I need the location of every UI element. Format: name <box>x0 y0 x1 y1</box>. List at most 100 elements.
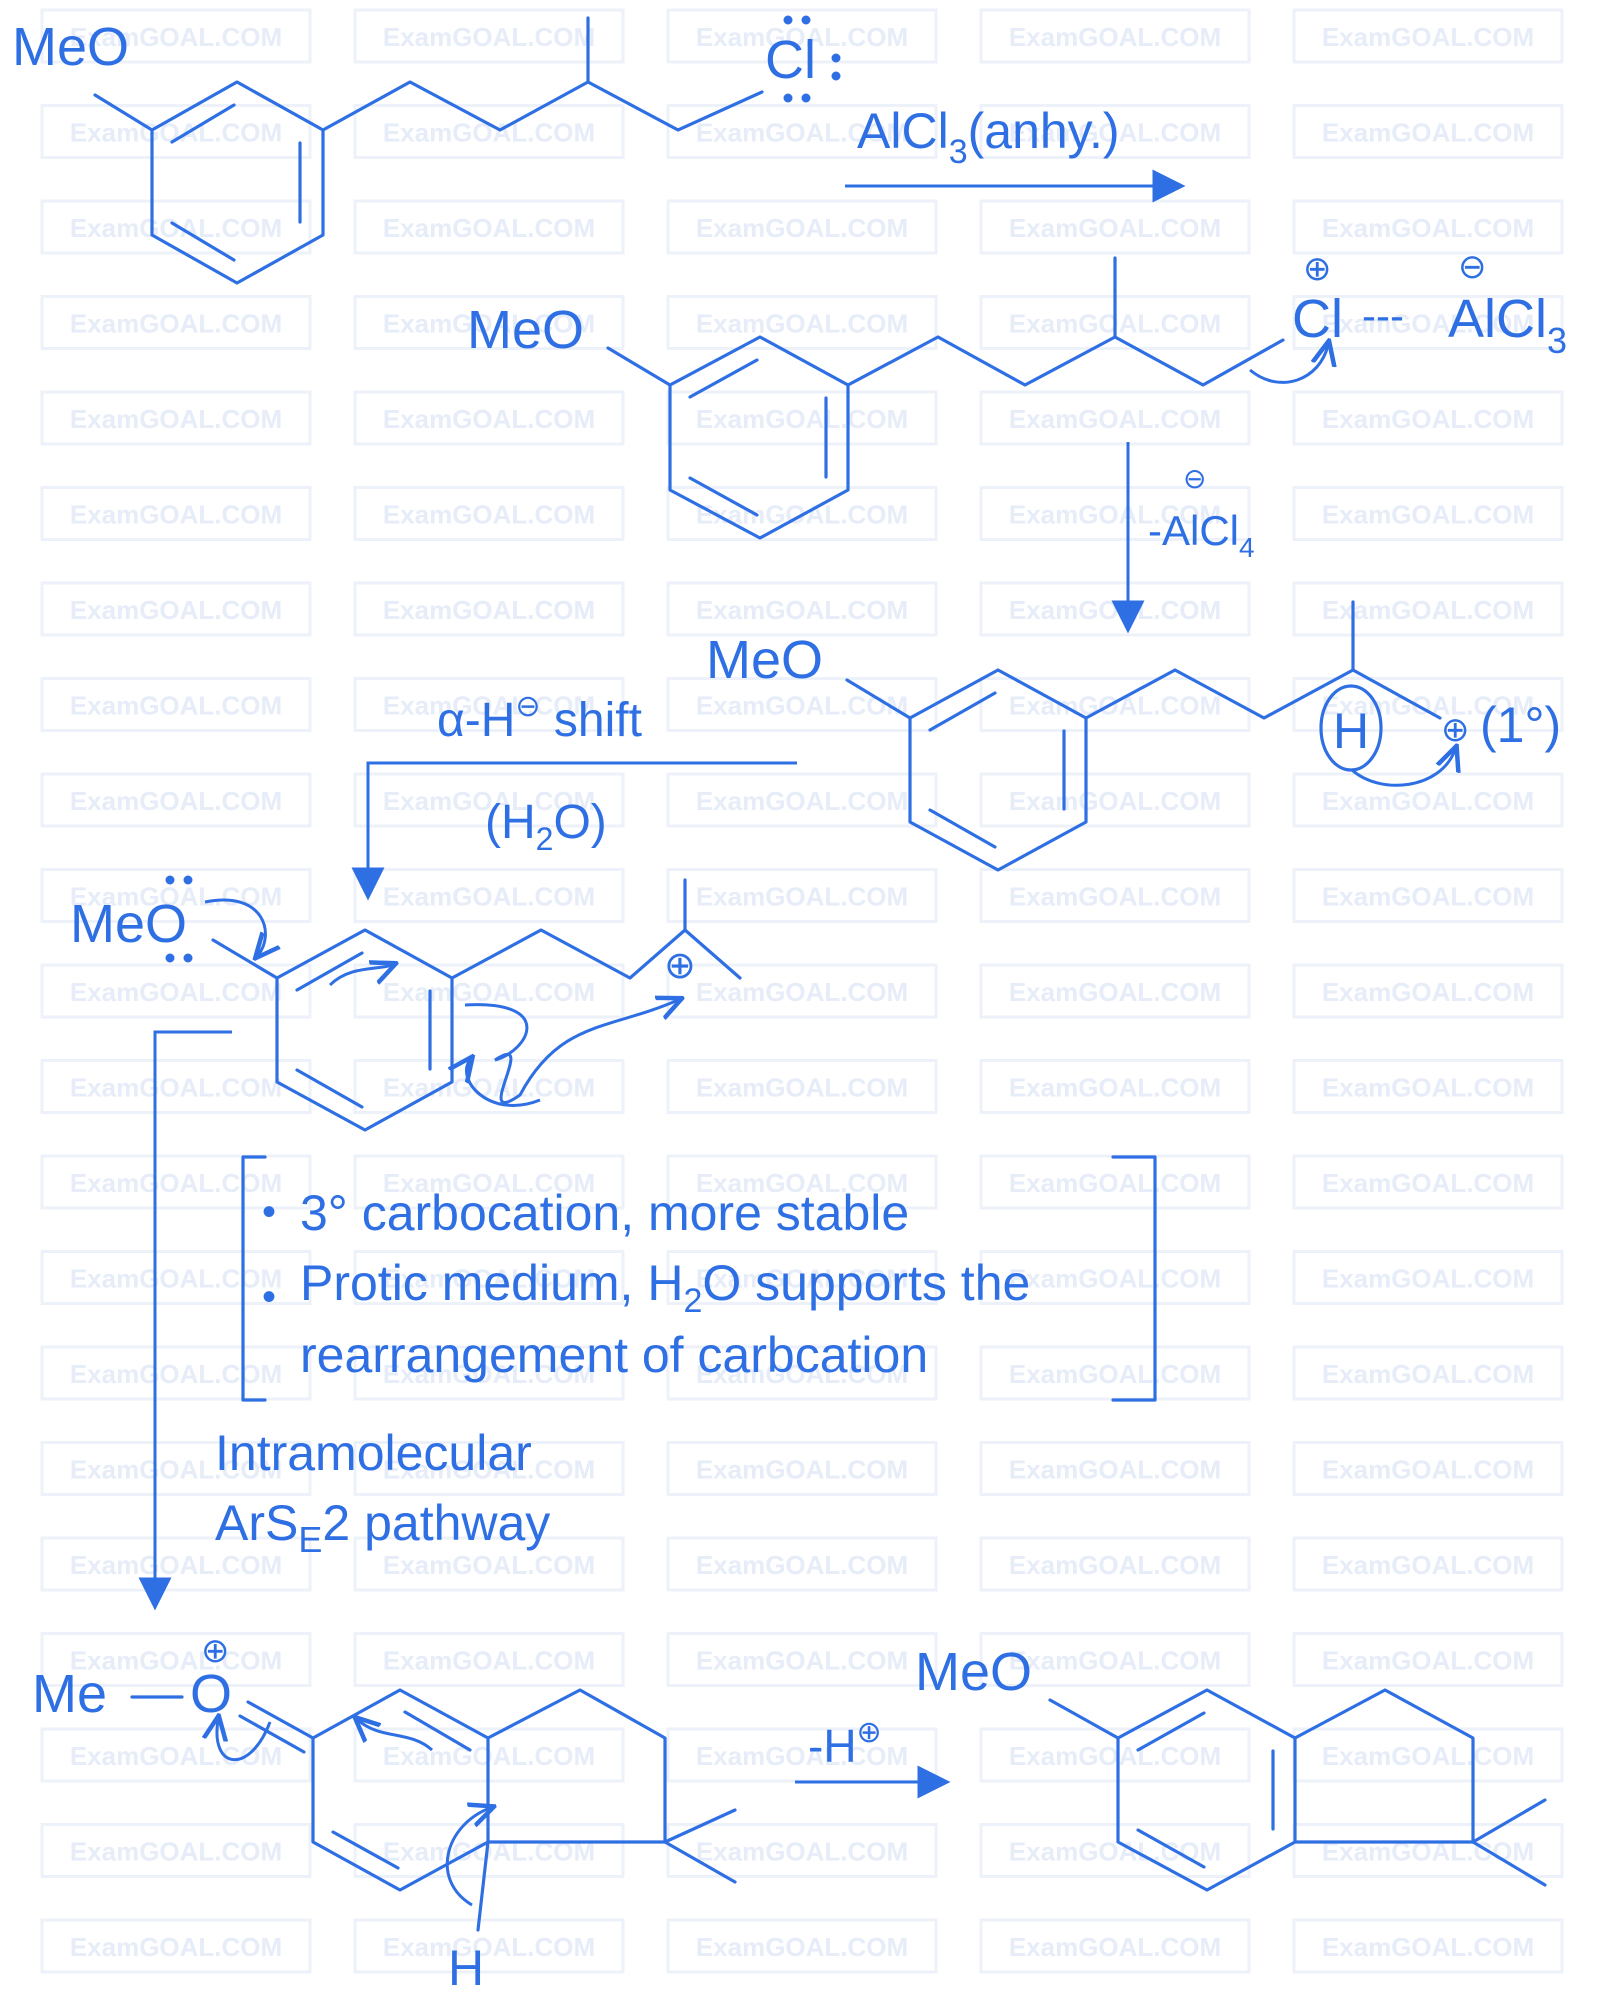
meo-label: MeO <box>70 894 187 954</box>
watermark-text: ExamGOAL.COM <box>70 1264 282 1294</box>
note-line-2: Protic medium, H2O supports the <box>300 1255 1030 1320</box>
watermark-box <box>979 963 1251 1019</box>
watermark-box <box>40 1632 312 1687</box>
curved-arrow-cl <box>1249 345 1328 384</box>
watermark-box <box>979 1536 1251 1592</box>
watermark-box <box>40 772 312 828</box>
watermark-text: ExamGOAL.COM <box>383 404 595 434</box>
meo-bond <box>845 678 912 720</box>
watermark-box <box>353 295 625 350</box>
watermark-text: ExamGOAL.COM <box>696 309 908 339</box>
watermark-text: ExamGOAL.COM <box>1009 404 1221 434</box>
watermark-box <box>353 199 625 255</box>
benzene-ring <box>275 928 454 1132</box>
watermark-box <box>40 390 312 446</box>
watermark-box <box>666 486 938 541</box>
watermark-box <box>40 1536 312 1592</box>
watermark-box <box>1292 486 1564 541</box>
watermark-text: ExamGOAL.COM <box>1009 786 1221 816</box>
molecule-lewis-complex: MeO Cl ⊕ --- AlCl3 ⊖ <box>467 248 1567 540</box>
watermark-text: ExamGOAL.COM <box>1009 1837 1221 1867</box>
watermark-box <box>353 581 625 637</box>
watermark-box <box>666 772 938 828</box>
watermark-text: ExamGOAL.COM <box>383 1550 595 1580</box>
watermark-text: ExamGOAL.COM <box>1322 1455 1534 1485</box>
watermark-box <box>1292 295 1564 350</box>
watermark-text: ExamGOAL.COM <box>70 1837 282 1867</box>
benzene-ring <box>908 668 1088 872</box>
watermark-box <box>1292 1536 1564 1592</box>
reagent-label: AlCl3(anhy.) <box>857 103 1120 171</box>
watermark-text: ExamGOAL.COM <box>1322 1168 1534 1198</box>
watermark-box <box>40 677 312 732</box>
watermark-box <box>353 1632 625 1687</box>
watermark-text: ExamGOAL.COM <box>1009 1359 1221 1389</box>
watermark-text: ExamGOAL.COM <box>70 977 282 1007</box>
watermark-text: ExamGOAL.COM <box>70 213 282 243</box>
watermark-box <box>979 104 1251 159</box>
watermark-box <box>353 1250 625 1305</box>
watermark-text: ExamGOAL.COM <box>696 1168 908 1198</box>
gem-dimethyl-1 <box>663 1808 737 1844</box>
watermark-text: ExamGOAL.COM <box>70 500 282 530</box>
watermark-text: ExamGOAL.COM <box>696 1073 908 1103</box>
watermark-box <box>353 1536 625 1592</box>
watermark-text: ExamGOAL.COM <box>70 1550 282 1580</box>
watermark-text: ExamGOAL.COM <box>1009 977 1221 1007</box>
watermark-text: ExamGOAL.COM <box>383 1455 595 1485</box>
watermark-box <box>1292 581 1564 637</box>
tertiary-plus-charge: ⊕ <box>664 945 696 987</box>
watermark-text: ExamGOAL.COM <box>1009 1073 1221 1103</box>
watermark-text: ExamGOAL.COM <box>70 309 282 339</box>
deprotonation-label: -H⊕ <box>808 1716 882 1772</box>
watermark-text: ExamGOAL.COM <box>70 595 282 625</box>
alcl3-label: AlCl3 <box>1448 289 1567 361</box>
molecule-arenium-intermediate: Me O ⊕ H <box>32 1632 737 1996</box>
watermark-text: ExamGOAL.COM <box>696 786 908 816</box>
watermark-text: ExamGOAL.COM <box>696 213 908 243</box>
watermark-box <box>353 1345 625 1401</box>
watermark-text: ExamGOAL.COM <box>1322 595 1534 625</box>
watermark-text: ExamGOAL.COM <box>383 1073 595 1103</box>
watermark-text: ExamGOAL.COM <box>1322 691 1534 721</box>
hydride-shift-arrow: α-H⊖ shift (H2O) <box>351 690 797 901</box>
oxygen-lone-pairs <box>165 875 193 963</box>
watermark-box <box>666 1632 938 1687</box>
watermark-box <box>353 772 625 828</box>
watermark-box <box>40 1823 312 1878</box>
watermark-text: ExamGOAL.COM <box>696 1932 908 1962</box>
meo-bond <box>1048 1698 1120 1740</box>
reagent-arrow: AlCl3(anhy.) <box>845 103 1186 203</box>
watermark-box <box>353 1441 625 1496</box>
watermark-box <box>979 199 1251 255</box>
watermark-text: ExamGOAL.COM <box>70 1646 282 1676</box>
molecule-product-indane: MeO <box>915 1642 1547 1892</box>
watermark-text: ExamGOAL.COM <box>383 1932 595 1962</box>
watermark-box <box>666 1345 938 1401</box>
watermark-box <box>979 581 1251 637</box>
side-chain <box>321 80 764 132</box>
watermark-text: ExamGOAL.COM <box>1009 882 1221 912</box>
watermark-text: ExamGOAL.COM <box>70 1359 282 1389</box>
alcl4-loss-label: -AlCl4 <box>1148 507 1255 563</box>
c-o-double-bond-1 <box>246 1700 315 1740</box>
watermark-box <box>1292 1441 1564 1496</box>
watermark-box <box>666 8 938 64</box>
watermark-box <box>1292 1632 1564 1687</box>
curved-arrow-ring <box>328 965 392 987</box>
watermark-box <box>979 677 1251 732</box>
watermark-box <box>353 8 625 64</box>
molecule-starting-chloride: MeO Cl <box>12 15 841 285</box>
watermark-text: ExamGOAL.COM <box>1009 22 1221 52</box>
c-h-bond <box>476 1840 490 1932</box>
watermark-text: ExamGOAL.COM <box>383 977 595 1007</box>
watermark-box <box>1292 1823 1564 1878</box>
watermark-text: ExamGOAL.COM <box>383 595 595 625</box>
watermark-box <box>40 868 312 923</box>
gem-dimethyl-2 <box>1471 1840 1547 1887</box>
watermark-box <box>666 199 938 255</box>
watermark-text: ExamGOAL.COM <box>383 1264 595 1294</box>
medium-label: (H2O) <box>485 796 607 857</box>
watermark-box <box>1292 677 1564 732</box>
watermark-text: ExamGOAL.COM <box>1322 118 1534 148</box>
